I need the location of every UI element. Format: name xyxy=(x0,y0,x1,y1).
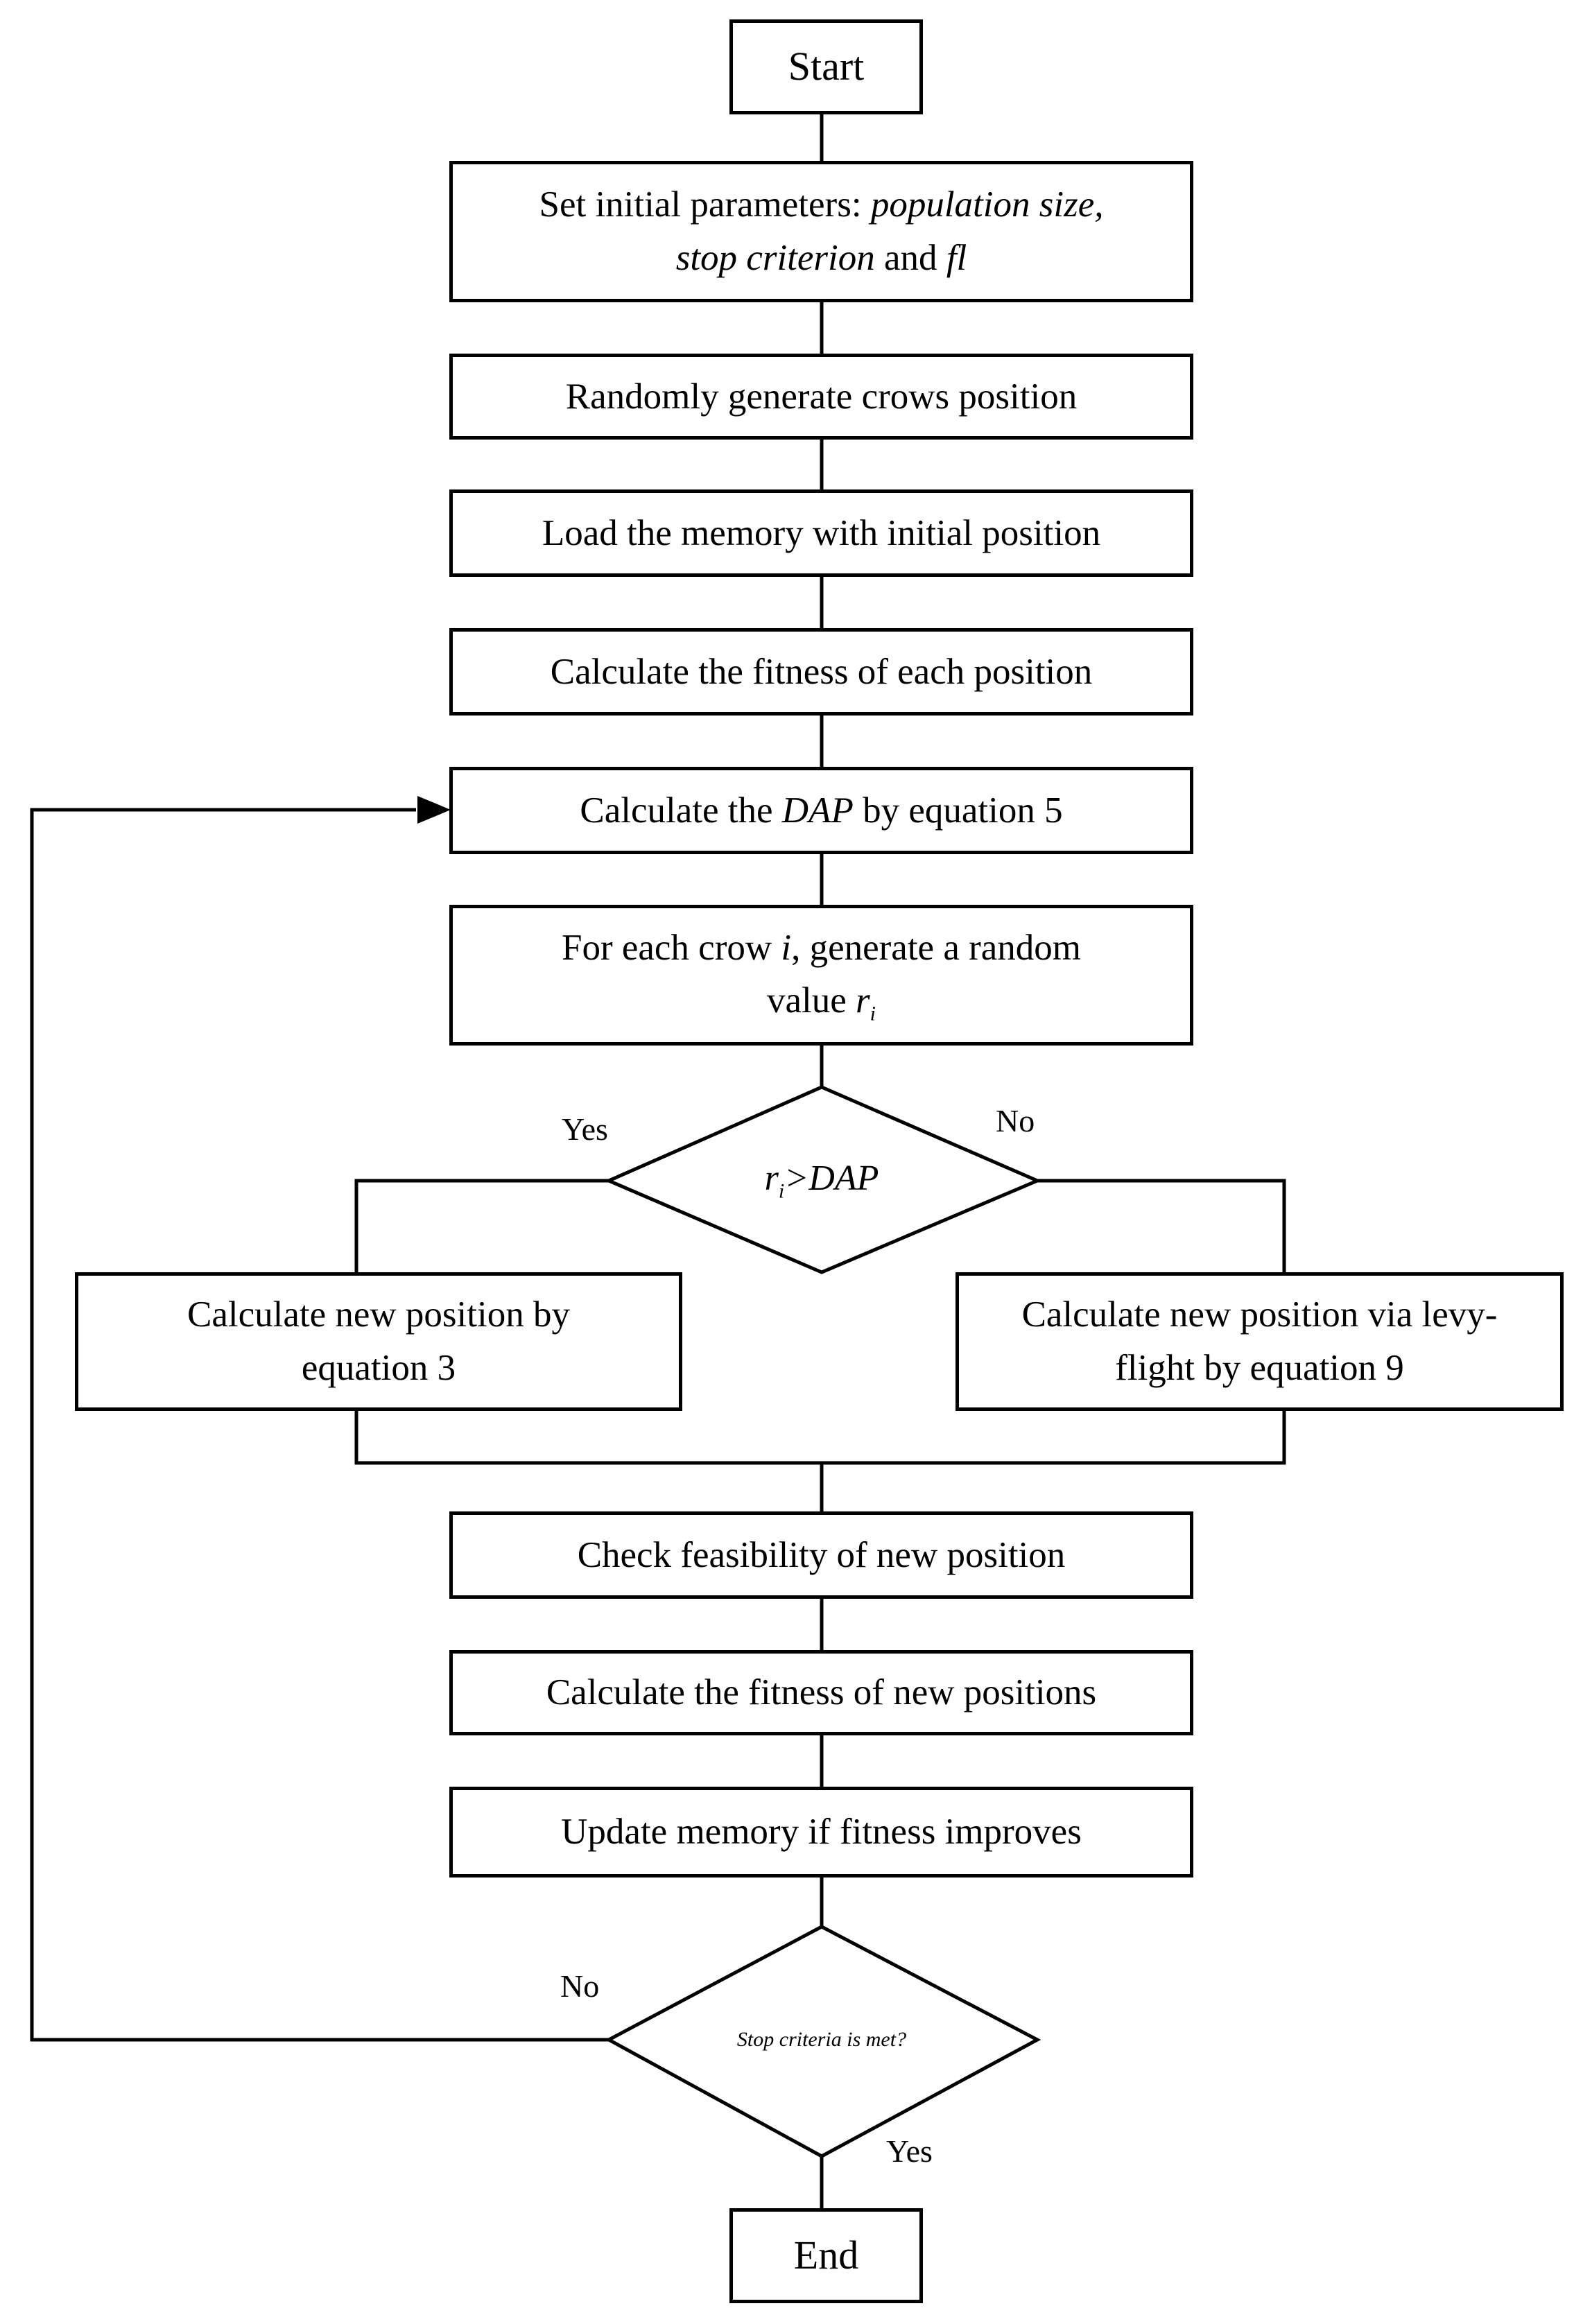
connector-decision2-loop xyxy=(30,808,609,2042)
decision-dap-text: ri>DAP xyxy=(765,1158,879,1203)
calc-dap-suffix: by equation 5 xyxy=(853,790,1063,831)
calc-new-eq3-label: Calculate new position by equation 3 xyxy=(187,1294,570,1388)
init-params-prefix: Set initial parameters: xyxy=(539,184,871,225)
check-feasibility-label: Check feasibility of new position xyxy=(577,1534,1066,1575)
init-params-node: Set initial parameters: population size,… xyxy=(449,161,1193,302)
connector-decision1-yes xyxy=(354,1179,609,1272)
calc-fitness-new-label: Calculate the fitness of new positions xyxy=(546,1672,1097,1713)
for-each-mid: , generate a random xyxy=(791,927,1082,968)
decision-dap-r-sub: i xyxy=(778,1179,785,1203)
random-generate-label: Randomly generate crows position xyxy=(565,376,1078,417)
start-label: Start xyxy=(788,44,865,89)
for-each-value: value xyxy=(766,980,856,1021)
loop-arrowhead-icon xyxy=(417,796,451,824)
for-each-prefix: For each crow xyxy=(561,927,781,968)
end-label: End xyxy=(793,2232,859,2278)
calc-dap-node: Calculate the DAP by equation 5 xyxy=(449,767,1193,854)
init-params-fl: fl xyxy=(946,238,967,278)
decision-stop-text: Stop criteria is met? xyxy=(736,2027,907,2051)
calc-dap-var: DAP xyxy=(781,790,854,831)
init-params-and: and xyxy=(874,238,946,278)
decision-dap-r: r xyxy=(764,1159,779,1199)
for-each-crow-text: For each crow i, generate a random value… xyxy=(562,921,1081,1030)
decision-diamond-stop xyxy=(605,1925,1041,2158)
for-each-crow-node: For each crow i, generate a random value… xyxy=(449,905,1193,1046)
calc-dap-text: Calculate the DAP by equation 5 xyxy=(580,784,1062,838)
calc-dap-prefix: Calculate the xyxy=(580,790,782,831)
update-memory-node: Update memory if fitness improves xyxy=(449,1787,1193,1878)
update-memory-label: Update memory if fitness improves xyxy=(561,1812,1082,1853)
for-each-r-sub: i xyxy=(870,1002,876,1025)
calc-new-levy-label: Calculate new position via levy-flight b… xyxy=(1021,1294,1498,1388)
decision-dap-no-label: No xyxy=(996,1103,1035,1138)
load-memory-label: Load the memory with initial position xyxy=(542,512,1101,553)
calc-fitness-node: Calculate the fitness of each position xyxy=(449,628,1193,716)
check-feasibility-node: Check feasibility of new position xyxy=(449,1511,1193,1599)
for-each-i: i xyxy=(781,927,792,968)
load-memory-node: Load the memory with initial position xyxy=(449,489,1193,577)
decision-stop-label: Stop criteria is met? xyxy=(734,1997,910,2083)
decision-dap-yes-label: Yes xyxy=(562,1111,608,1147)
init-params-text: Set initial parameters: population size,… xyxy=(539,178,1103,285)
for-each-r: r xyxy=(856,980,870,1021)
connector-decision1-no xyxy=(1037,1179,1286,1272)
calc-new-eq3-node: Calculate new position by equation 3 xyxy=(75,1272,682,1411)
calc-new-levy-node: Calculate new position via levy-flight b… xyxy=(955,1272,1564,1411)
calc-fitness-new-node: Calculate the fitness of new positions xyxy=(449,1650,1193,1735)
end-node: End xyxy=(729,2208,923,2303)
decision-stop-no-label: No xyxy=(560,1968,600,2004)
decision-dap-rest: >DAP xyxy=(784,1159,879,1199)
decision-stop-yes-label: Yes xyxy=(886,2133,933,2169)
init-params-stop: stop criterion xyxy=(675,238,875,278)
random-generate-node: Randomly generate crows position xyxy=(449,354,1193,440)
decision-dap-label: ri>DAP xyxy=(678,1144,965,1217)
connector-merge xyxy=(354,1411,1286,1465)
decision-diamond-dap xyxy=(604,1085,1042,1274)
calc-fitness-label: Calculate the fitness of each position xyxy=(550,651,1093,692)
start-node: Start xyxy=(729,19,923,114)
init-params-population: population size, xyxy=(870,184,1104,225)
